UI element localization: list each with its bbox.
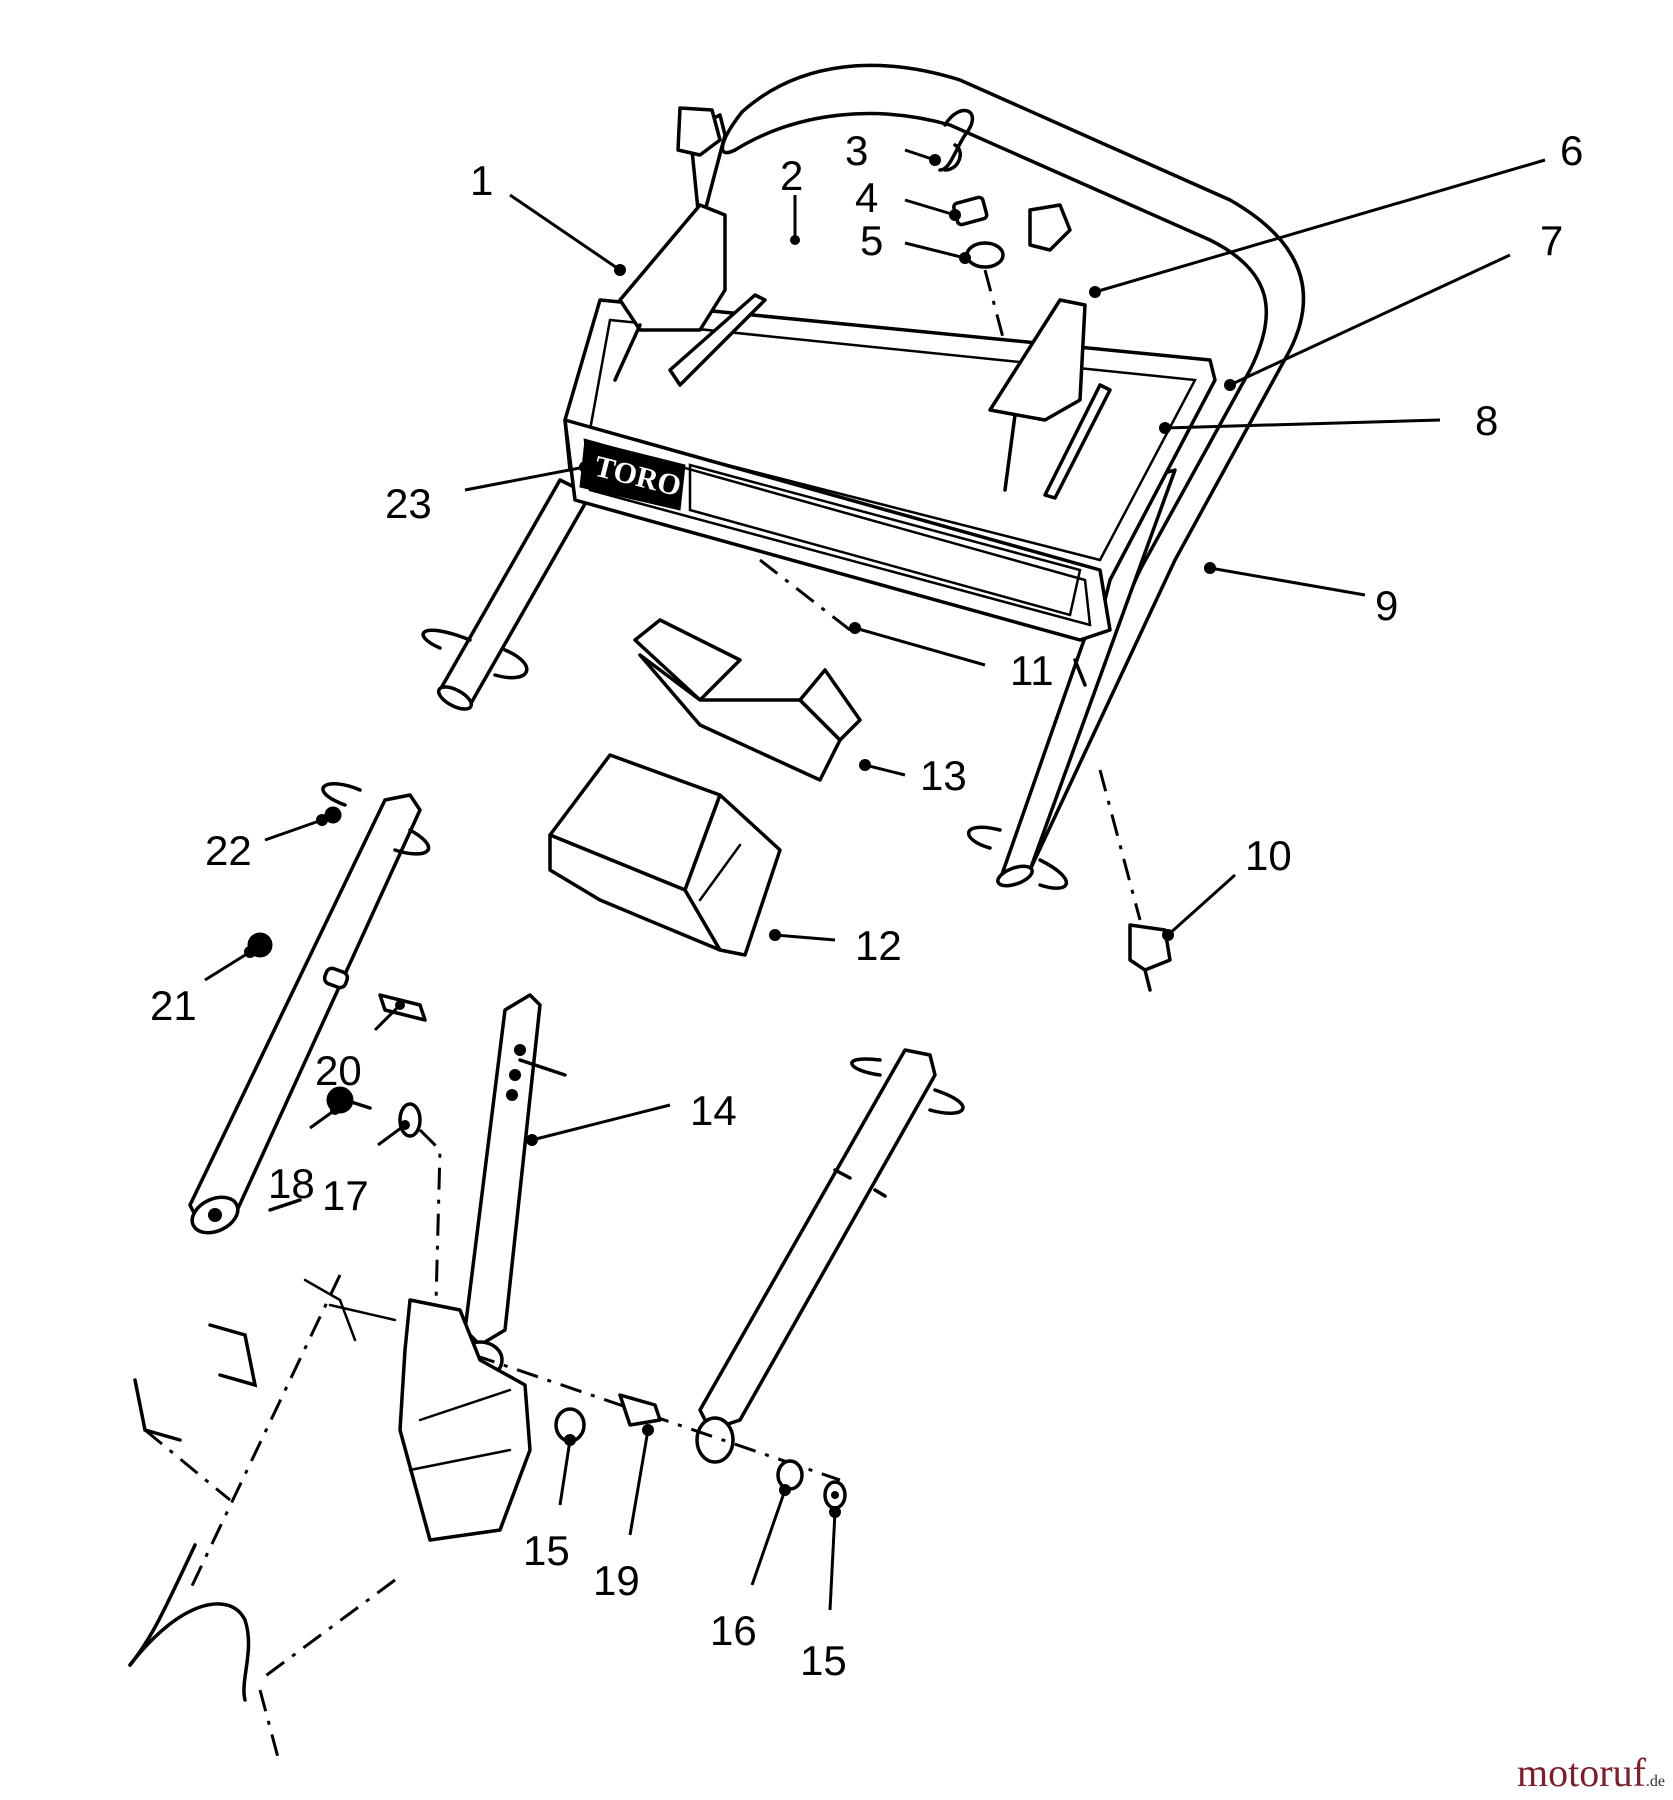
axle-hardware <box>554 1393 847 1510</box>
tick-mark-11 <box>1073 658 1087 687</box>
callout-22: 22 <box>205 827 252 874</box>
callout-5: 5 <box>860 217 883 264</box>
callout-18: 17 <box>322 1172 369 1219</box>
part-13-bracket <box>633 618 862 782</box>
callout-12: 12 <box>855 922 902 969</box>
callout-16: 16 <box>710 1607 757 1654</box>
callout-1: 1 <box>470 157 493 204</box>
watermark-suffix: .de <box>1645 1773 1665 1790</box>
callout-2: 2 <box>780 152 803 199</box>
callout-7: 7 <box>1540 217 1563 264</box>
callout-15-left: 15 <box>523 1527 570 1574</box>
lower-right-handle <box>695 1048 965 1464</box>
part-10-switch <box>1098 769 1172 992</box>
callout-10: 10 <box>1245 832 1292 879</box>
callout-14: 14 <box>690 1087 737 1134</box>
callout-labels: 1 2 3 4 5 6 7 8 9 10 11 12 13 14 15 19 1… <box>150 127 1583 1684</box>
right-control-lever <box>988 203 1087 492</box>
callout-6: 6 <box>1560 127 1583 174</box>
callout-21: 21 <box>150 982 197 1029</box>
watermark: motoruf.de <box>1517 1749 1665 1796</box>
callout-11: 11 <box>1010 647 1054 694</box>
mounting-bracket <box>268 1198 532 1542</box>
watermark-name: motoruf <box>1517 1750 1646 1795</box>
part-14-arm <box>456 993 567 1380</box>
left-upper-tube <box>421 478 592 711</box>
callout-3: 3 <box>845 127 868 174</box>
callout-13: 13 <box>920 752 967 799</box>
callout-leaders <box>204 148 1546 1611</box>
lower-left-handle <box>188 782 431 1235</box>
callout-20: 20 <box>315 1047 362 1094</box>
left-control-lever <box>613 106 727 382</box>
axis-line-11 <box>759 558 851 632</box>
callout-4: 4 <box>855 174 878 221</box>
deck-mount <box>128 1274 396 1766</box>
callout-8: 8 <box>1475 397 1498 444</box>
callout-19: 18 <box>268 1160 315 1207</box>
part-12-battery <box>548 753 782 957</box>
callout-15-right: 15 <box>800 1637 847 1684</box>
callout-9: 9 <box>1375 582 1398 629</box>
callout-17: 19 <box>593 1557 640 1604</box>
callout-23: 23 <box>385 480 432 527</box>
